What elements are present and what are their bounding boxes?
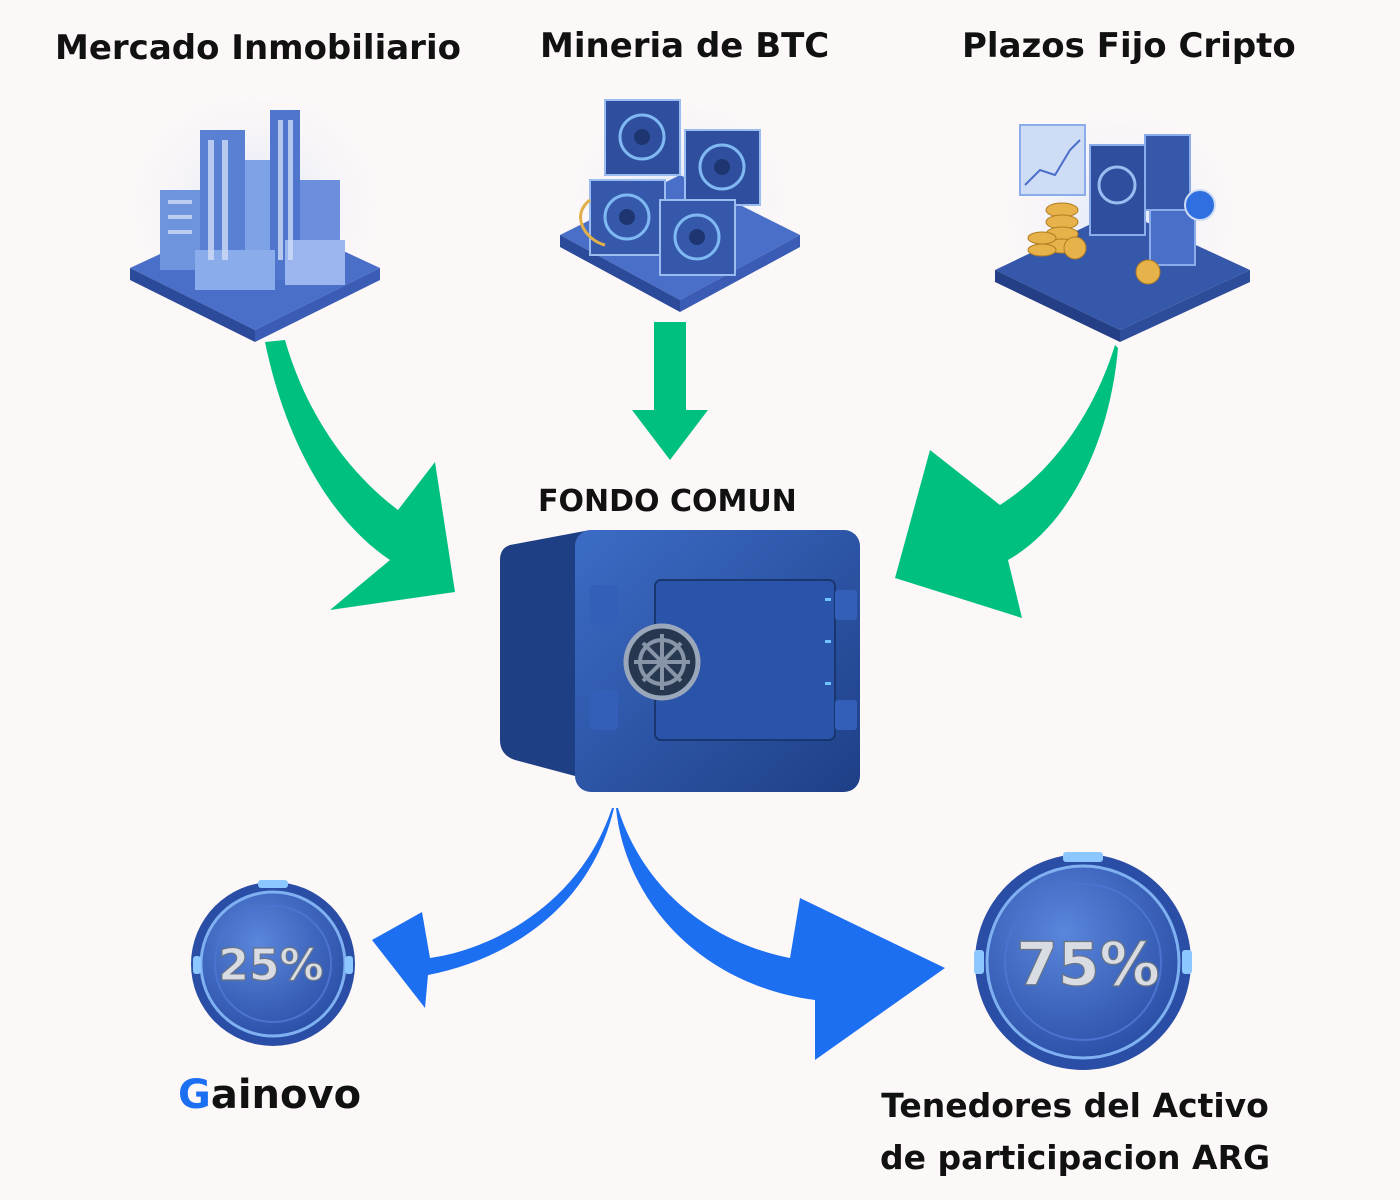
- safe-vault-icon: [500, 530, 860, 792]
- percent-75-label: 75%: [1016, 930, 1160, 1000]
- percent-25-label: 25%: [218, 940, 323, 991]
- inflow-arrow-left: [265, 340, 455, 610]
- fund-title: FONDO COMUN: [538, 484, 797, 519]
- outflow-arrow-right: [616, 808, 945, 1060]
- inflow-arrow-middle: [632, 322, 708, 460]
- inflow-arrow-right: [895, 345, 1118, 618]
- holders-label-line1: Tenedores del Activo: [881, 1086, 1269, 1125]
- gainovo-logo: Gainovo: [178, 1072, 361, 1118]
- title-mineria-btc: Mineria de BTC: [540, 26, 830, 66]
- holders-label: Tenedores del Activo de participacion AR…: [880, 1080, 1270, 1184]
- city-buildings-icon: [105, 70, 405, 342]
- outflow-arrow-left: [372, 808, 614, 1008]
- crypto-deposit-icon: [980, 90, 1260, 342]
- title-mercado-inmobiliario: Mercado Inmobiliario: [55, 28, 461, 68]
- badge-75-percent: 75%: [974, 852, 1192, 1070]
- title-plazos-fijo: Plazos Fijo Cripto: [962, 26, 1296, 66]
- holders-label-line2: de participacion ARG: [880, 1138, 1271, 1177]
- gainovo-logo-text: ainovo: [210, 1072, 362, 1118]
- gainovo-logo-initial: G: [178, 1072, 211, 1118]
- mining-rigs-icon: [550, 80, 810, 320]
- badge-25-percent: 25%: [191, 880, 355, 1046]
